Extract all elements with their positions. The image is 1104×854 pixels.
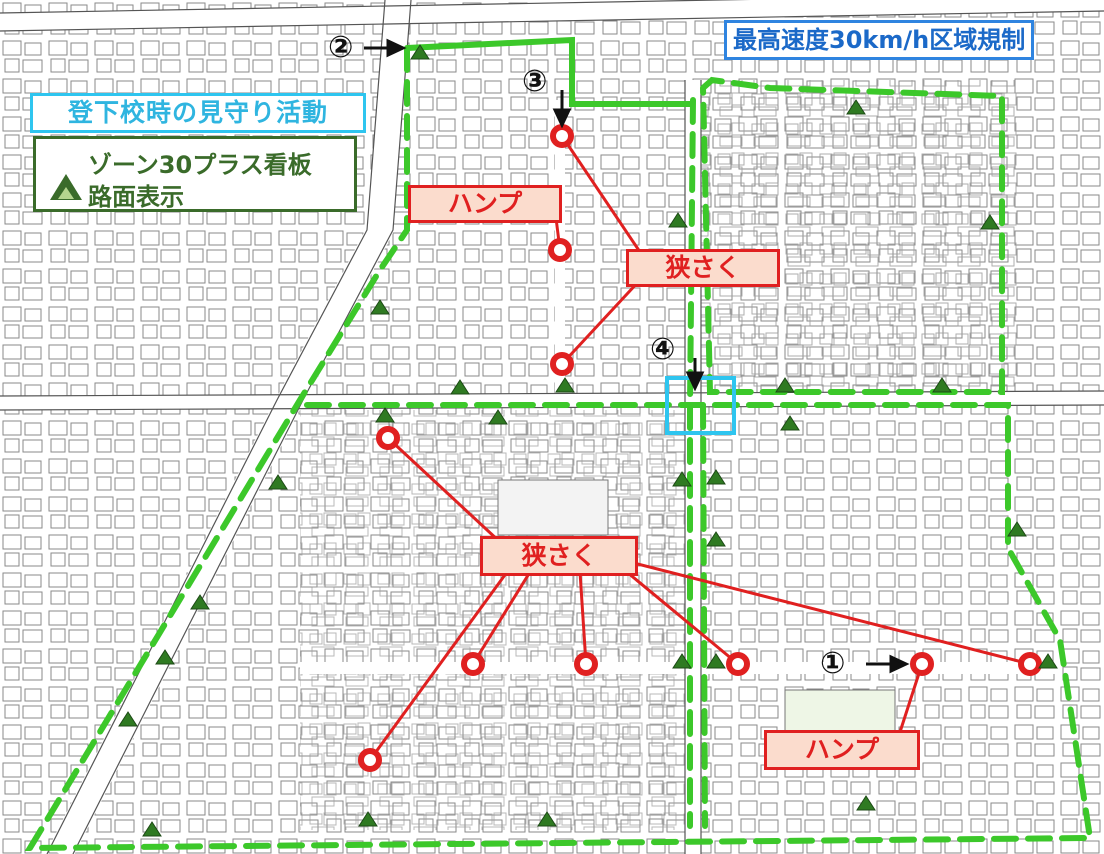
triangle-inner-icon bbox=[58, 187, 74, 199]
zone30-sign-markers bbox=[118, 44, 1058, 837]
hump-callout-top: ハンプ bbox=[408, 185, 562, 223]
route-line bbox=[406, 36, 690, 107]
point-number-2: ② bbox=[328, 30, 354, 65]
red-markers bbox=[358, 124, 1042, 772]
narrowing-callout-middle: 狭さく bbox=[480, 536, 638, 576]
arrows bbox=[364, 38, 910, 674]
legend-zone30-sign: ゾーン30プラス看板 bbox=[88, 151, 312, 179]
point-number-1: ① bbox=[820, 646, 846, 681]
legend-road-marking: 路面表示 bbox=[88, 183, 184, 211]
point-number-3: ③ bbox=[522, 64, 548, 99]
point-number-4: ④ bbox=[650, 332, 676, 367]
legend: ゾーン30プラス看板 路面表示 bbox=[33, 136, 357, 212]
watch-activity-title: 登下校時の見守り活動 bbox=[30, 93, 366, 133]
hump-callout-bottom: ハンプ bbox=[764, 730, 920, 770]
speed-limit-label: 最高速度30km/h区域規制 bbox=[724, 20, 1035, 60]
zone-boundary bbox=[24, 45, 1094, 852]
narrowing-callout-top: 狭さく bbox=[626, 249, 780, 287]
